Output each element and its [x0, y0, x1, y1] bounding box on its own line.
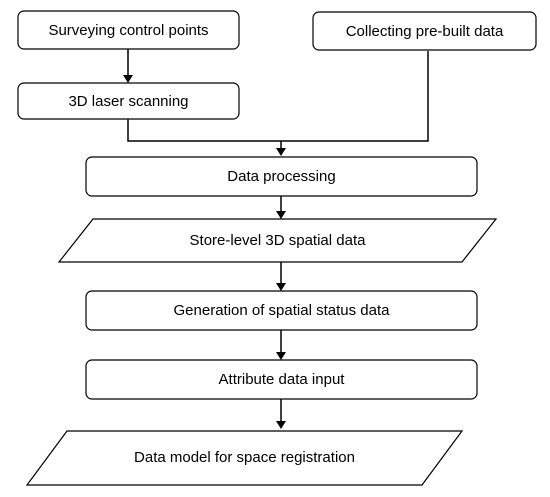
node-generation-of-spatial-status-data: Generation of spatial status data: [85, 290, 478, 331]
node-label: Data model for space registration: [134, 449, 355, 466]
node-attribute-data-input: Attribute data input: [85, 359, 478, 400]
arrowhead-store-level-to-generation: [276, 283, 286, 291]
node-label: 3D laser scanning: [68, 93, 188, 110]
line-scanning-to-merge: [127, 119, 281, 142]
arrowhead-surveying-to-scanning: [123, 75, 133, 83]
node-label: Surveying control points: [48, 22, 208, 39]
node-box: [312, 11, 537, 51]
node-label: Generation of spatial status data: [174, 302, 391, 319]
line-collecting-to-merge: [281, 51, 429, 142]
arrowhead-attribute-to-data-model: [276, 421, 286, 429]
node-parallelogram: [57, 218, 498, 263]
node-3d-laser-scanning: 3D laser scanning: [17, 82, 240, 120]
node-label: Store-level 3D spatial data: [190, 232, 367, 249]
node-box: [17, 10, 240, 50]
arrowhead-generation-to-attribute: [276, 352, 286, 360]
arrowhead-processing-to-store-level: [276, 211, 286, 219]
node-box: [17, 82, 240, 120]
node-store-level-3d-spatial-data: Store-level 3D spatial data: [57, 218, 498, 263]
node-data-processing: Data processing: [85, 156, 478, 197]
node-box: [85, 156, 478, 197]
node-label: Data processing: [227, 168, 335, 185]
node-label: Collecting pre-built data: [346, 23, 504, 40]
node-parallelogram: [25, 430, 464, 486]
connectors: [123, 49, 429, 429]
node-collecting-pre-built-data: Collecting pre-built data: [312, 11, 537, 51]
node-label: Attribute data input: [219, 371, 346, 388]
node-data-model-for-space-registration: Data model for space registration: [25, 430, 464, 486]
node-box: [85, 290, 478, 331]
node-box: [85, 359, 478, 400]
node-surveying-control-points: Surveying control points: [17, 10, 240, 50]
arrowhead-merge-to-processing: [276, 148, 286, 156]
